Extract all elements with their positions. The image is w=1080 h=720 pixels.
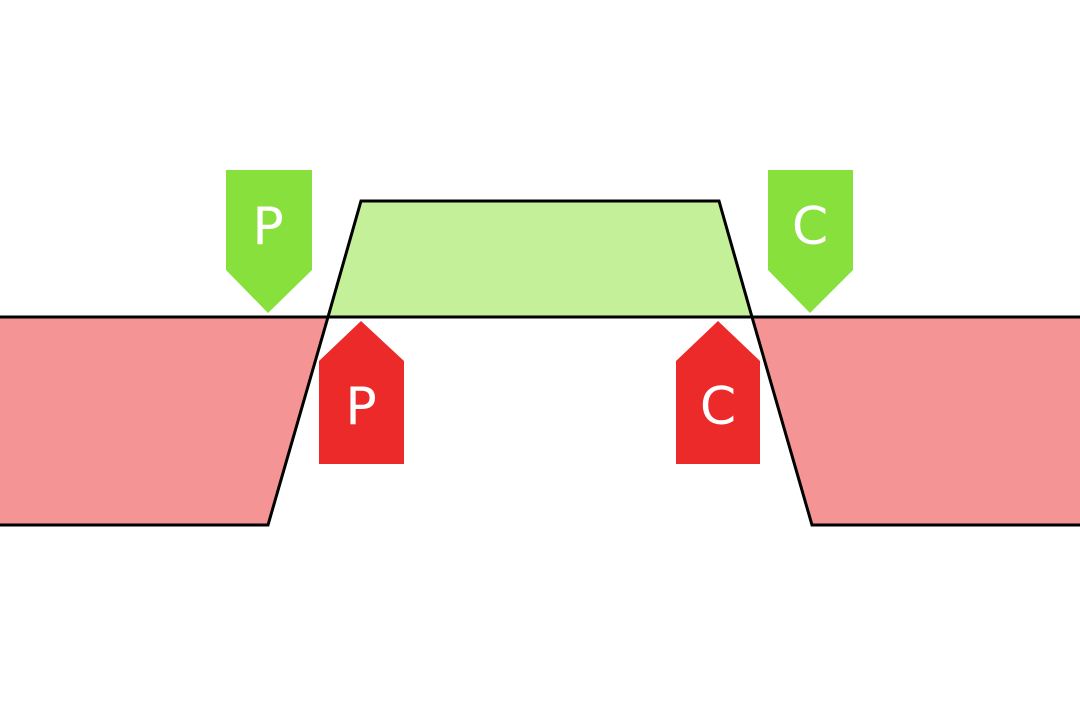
green-marker-p-label: P [252, 197, 283, 257]
green-trapezoid [328, 201, 752, 317]
green-marker-p-shape [226, 170, 312, 313]
red-marker-c-shape [676, 321, 760, 464]
right-outline [750, 315, 1080, 527]
green-marker-p: P [226, 170, 312, 313]
red-marker-c-label: C [700, 377, 736, 437]
green-trapezoid-outline [326, 199, 754, 319]
right-red-region [752, 317, 1080, 525]
green-marker-c: C [768, 170, 853, 313]
green-marker-c-shape [768, 170, 853, 313]
red-marker-p-label: P [345, 377, 376, 437]
green-marker-c-label: C [792, 197, 828, 257]
left-outline [0, 315, 330, 527]
red-marker-p: P [319, 321, 404, 464]
red-marker-p-shape [319, 321, 404, 464]
left-red-region [0, 317, 328, 525]
red-marker-c: C [676, 321, 760, 464]
